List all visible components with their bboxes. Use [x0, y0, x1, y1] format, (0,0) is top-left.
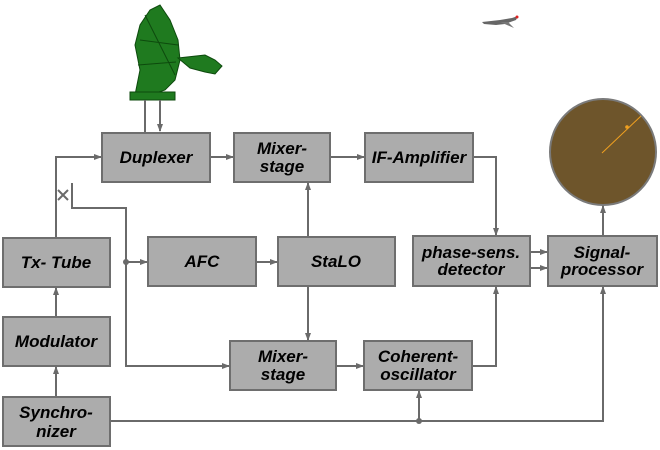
svg-text:IF-Amplifier: IF-Amplifier [372, 148, 468, 167]
svg-text:phase-sens.: phase-sens. [421, 243, 520, 262]
mixer-stage-bottom-block: Mixer- stage [229, 340, 337, 391]
svg-text:processor: processor [560, 260, 645, 279]
radar-antenna-icon [129, 4, 223, 101]
svg-text:AFC: AFC [184, 252, 221, 271]
svg-text:Modulator: Modulator [15, 332, 99, 351]
stalo-block: StaLO [277, 236, 396, 287]
svg-text:Duplexer: Duplexer [120, 148, 194, 167]
ppi-display-icon [549, 98, 657, 206]
svg-text:Mixer-: Mixer- [257, 139, 307, 158]
svg-text:stage: stage [261, 365, 305, 384]
svg-text:stage: stage [260, 157, 304, 176]
mixer-stage-top-block: Mixer- stage [233, 132, 331, 183]
modulator-block: Modulator [2, 316, 111, 367]
svg-text:oscillator: oscillator [380, 365, 457, 384]
aircraft-icon [482, 15, 519, 28]
synchronizer-block: Synchro- nizer [2, 396, 111, 447]
svg-text:Coherent-: Coherent- [378, 347, 459, 366]
coherent-oscillator-block: Coherent- oscillator [363, 340, 473, 391]
afc-block: AFC [147, 236, 257, 287]
svg-text:StaLO: StaLO [311, 252, 361, 271]
svg-text:Mixer-: Mixer- [258, 347, 308, 366]
phase-sensitive-detector-block: phase-sens. detector [412, 235, 531, 287]
svg-text:detector: detector [437, 260, 505, 279]
tx-tube-block: Tx- Tube [2, 237, 111, 288]
signal-lines [53, 100, 606, 424]
svg-text:Synchro-: Synchro- [19, 403, 93, 422]
svg-text:Signal-: Signal- [574, 243, 631, 262]
signal-processor-block: Signal- processor [547, 235, 658, 287]
svg-text:Tx- Tube: Tx- Tube [21, 253, 92, 272]
svg-text:nizer: nizer [36, 422, 77, 441]
if-amplifier-block: IF-Amplifier [364, 132, 474, 183]
duplexer-block: Duplexer [101, 132, 211, 183]
